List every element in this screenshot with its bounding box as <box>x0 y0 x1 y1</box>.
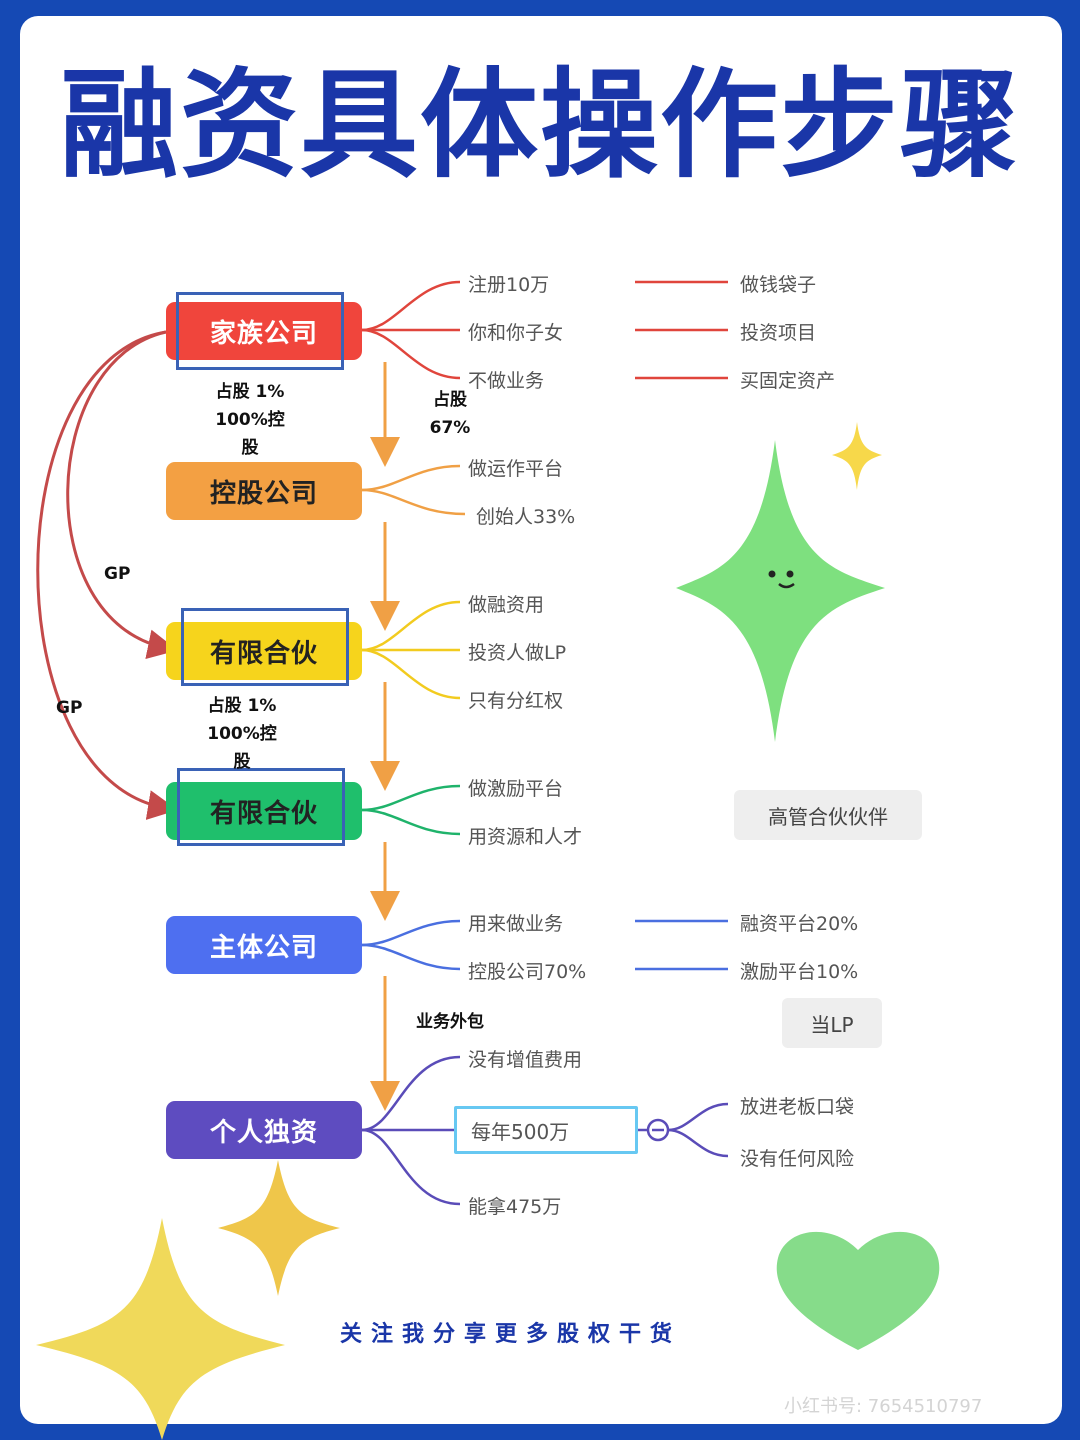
node-family-label: 家族公司 <box>209 318 318 349</box>
branch-sole-sub-1 <box>667 1102 729 1132</box>
branch-main-2 <box>361 943 461 971</box>
holding-share-note: 占股 67% <box>420 386 480 442</box>
branch-family-1 <box>361 280 461 332</box>
branch-lp1-3 <box>361 648 461 700</box>
sole-branch-3: 能拿475万 <box>468 1196 562 1218</box>
holding-share-line-1: 占股 <box>433 390 467 410</box>
node-holding-label: 控股公司 <box>209 478 318 509</box>
gp-label-1: GP <box>104 564 131 584</box>
sole-branch-2-box[interactable]: 每年500万 <box>454 1106 638 1154</box>
branch-lp1-1 <box>361 600 461 652</box>
branch-main-1 <box>361 919 461 947</box>
highlight-frame-lp2 <box>177 768 345 846</box>
family-branch-2: 你和你子女 <box>468 322 564 344</box>
node-lp1-label: 有限合伙 <box>209 638 318 669</box>
node-main-company[interactable]: 主体公司 <box>166 916 362 974</box>
branch-sole-1 <box>361 1055 461 1132</box>
family-purpose-1: 做钱袋子 <box>740 274 817 296</box>
holding-share-line-2: 67% <box>429 418 471 438</box>
family-purpose-2: 投资项目 <box>740 322 817 344</box>
sole-sub-1: 放进老板口袋 <box>740 1096 855 1118</box>
lp1-branch-2: 投资人做LP <box>468 642 567 664</box>
branch-family-3 <box>361 328 461 380</box>
family-branch-3: 不做业务 <box>468 370 545 392</box>
node-family-company[interactable]: 家族公司 <box>166 302 362 360</box>
node-limited-partnership-2[interactable]: 有限合伙 <box>166 782 362 840</box>
lp1-branch-1: 做融资用 <box>468 594 545 616</box>
holding-branch-1: 做运作平台 <box>468 458 564 480</box>
main-branch-2: 控股公司70% <box>468 961 587 983</box>
sole-branch-1: 没有增值费用 <box>468 1049 583 1071</box>
gp-curve-inner <box>66 330 178 660</box>
main-target-1: 融资平台20% <box>740 913 859 935</box>
main-tag: 当LP <box>782 998 882 1048</box>
node-sole-proprietorship[interactable]: 个人独资 <box>166 1101 362 1159</box>
large-yellow-star-icon <box>36 1218 285 1440</box>
page-title: 融资具体操作步骤 <box>59 56 1020 194</box>
holding-branch-2: 创始人33% <box>476 506 576 528</box>
highlight-frame-lp1 <box>181 608 349 686</box>
green-heart-icon <box>776 1231 940 1350</box>
medium-yellow-star-icon <box>218 1160 340 1296</box>
node-lp2-label: 有限合伙 <box>209 798 318 829</box>
gp-label-2: GP <box>56 698 83 718</box>
node-limited-partnership-1[interactable]: 有限合伙 <box>166 622 362 680</box>
lp2-tag: 高管合伙伙伴 <box>734 790 922 840</box>
lp1-share-line-3: 股 <box>233 752 251 772</box>
branch-holding-2 <box>361 488 466 516</box>
node-holding-company[interactable]: 控股公司 <box>166 462 362 520</box>
branch-sole-3 <box>361 1128 461 1206</box>
watermark: 小红书号: 7654510797 <box>784 1396 983 1417</box>
branch-sole-sub-2 <box>667 1128 729 1158</box>
lp1-share-line-1: 占股 1% <box>207 696 277 716</box>
family-share-note: 占股 1% 100%控 股 <box>200 378 300 462</box>
main-target-2: 激励平台10% <box>740 961 859 983</box>
lp1-share-note: 占股 1% 100%控 股 <box>192 692 292 776</box>
star-mouth <box>778 582 795 589</box>
star-eye-right <box>786 570 794 578</box>
green-star-icon <box>676 440 885 742</box>
node-main-label: 主体公司 <box>209 932 318 963</box>
sole-sub-2: 没有任何风险 <box>740 1148 855 1170</box>
gp-curve-outer <box>36 330 178 820</box>
footer-cta: 关注我分享更多股权干货 <box>340 1322 682 1347</box>
family-share-line-2: 100%控 <box>215 410 285 430</box>
lp1-branch-3: 只有分红权 <box>468 690 564 712</box>
family-branch-1: 注册10万 <box>468 274 550 296</box>
lp1-share-line-2: 100%控 <box>207 724 277 744</box>
lp2-branch-2: 用资源和人才 <box>468 826 583 848</box>
main-branch-1: 用来做业务 <box>468 913 564 935</box>
star-eye-left <box>768 570 776 578</box>
node-sole-label: 个人独资 <box>209 1117 318 1148</box>
outsource-label: 业务外包 <box>416 1012 484 1032</box>
content-panel <box>20 16 1062 1424</box>
family-purpose-3: 买固定资产 <box>740 370 836 392</box>
small-yellow-star-icon <box>832 422 882 490</box>
highlight-frame-family <box>176 292 344 370</box>
branch-lp2-1 <box>361 784 461 812</box>
branch-lp2-2 <box>361 808 461 836</box>
family-share-line-1: 占股 1% <box>215 382 285 402</box>
branch-holding-1 <box>361 464 461 492</box>
family-share-line-3: 股 <box>241 438 259 458</box>
lp2-branch-1: 做激励平台 <box>468 778 564 800</box>
